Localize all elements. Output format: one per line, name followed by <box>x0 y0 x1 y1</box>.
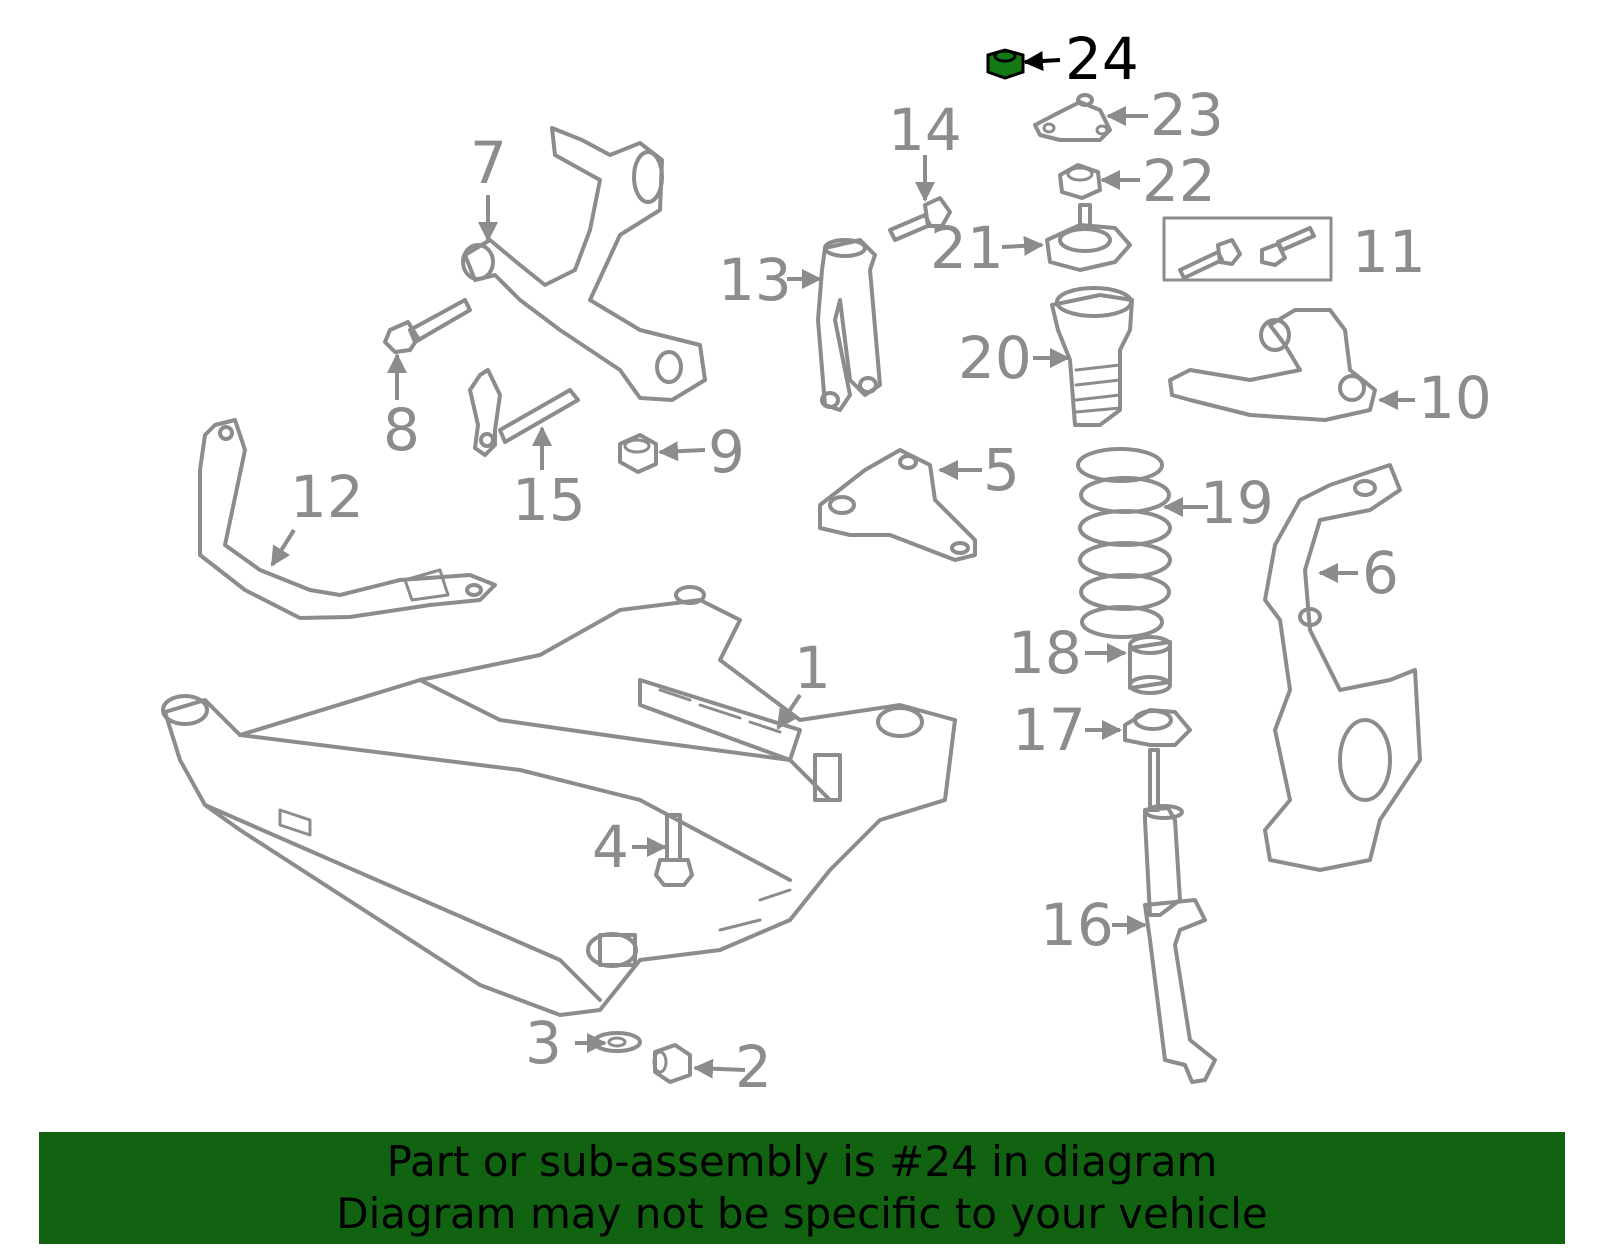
callout-16: 16 <box>1040 891 1114 959</box>
part-17-seat <box>1123 708 1192 747</box>
callout-20: 20 <box>958 324 1032 392</box>
part-21-strut-mount <box>1045 203 1132 272</box>
info-banner: Part or sub-assembly is #24 in diagram D… <box>39 1132 1565 1244</box>
part-23-cap <box>1033 93 1112 142</box>
part-6-knuckle <box>1263 463 1422 872</box>
banner-line-2: Diagram may not be specific to your vehi… <box>336 1189 1268 1238</box>
callout-22: 22 <box>1142 147 1216 215</box>
callout-12: 12 <box>290 463 364 531</box>
part-9-nut <box>618 433 658 474</box>
callout-5: 5 <box>983 436 1020 504</box>
callout-15: 15 <box>512 466 586 534</box>
part-1-subframe <box>161 585 957 1017</box>
callout-6: 6 <box>1362 539 1399 607</box>
callout-24-highlighted: 24 <box>1065 25 1139 93</box>
part-10-upper-arm <box>1168 308 1377 422</box>
callout-23: 23 <box>1150 81 1224 149</box>
part-7-lower-arm <box>461 126 707 402</box>
callout-9: 9 <box>708 418 745 486</box>
callout-11: 11 <box>1352 218 1426 286</box>
part-22-nut <box>1058 163 1102 200</box>
callout-4: 4 <box>592 813 629 881</box>
part-18-bump-stop <box>1128 635 1172 695</box>
part-12-stabilizer-bar <box>198 418 497 620</box>
part-19-coil-spring <box>1076 447 1172 639</box>
callout-18: 18 <box>1008 619 1082 687</box>
callout-19: 19 <box>1200 469 1274 537</box>
callout-21: 21 <box>930 214 1004 282</box>
part-5-bracket <box>818 448 977 562</box>
part-8-bolt <box>383 298 472 354</box>
part-24-nut-highlighted <box>986 48 1025 80</box>
part-2-nut <box>652 1043 692 1084</box>
callout-17: 17 <box>1012 696 1086 764</box>
callout-arrows <box>270 50 1415 1079</box>
callout-2: 2 <box>735 1033 772 1101</box>
callout-1: 1 <box>794 634 831 702</box>
callout-10: 10 <box>1418 364 1492 432</box>
part-11-bolt-kit <box>1162 216 1333 282</box>
part-16-strut <box>1143 748 1217 1084</box>
callout-14: 14 <box>888 96 962 164</box>
part-4-bolt <box>654 813 694 887</box>
part-14-bolt <box>888 196 952 242</box>
banner-line-1: Part or sub-assembly is #24 in diagram <box>386 1137 1218 1186</box>
callout-7: 7 <box>470 129 507 197</box>
callout-3: 3 <box>525 1009 562 1077</box>
part-13-fork <box>816 238 882 412</box>
part-15-link <box>468 368 580 457</box>
callout-13: 13 <box>718 246 792 314</box>
callout-8: 8 <box>383 396 420 464</box>
